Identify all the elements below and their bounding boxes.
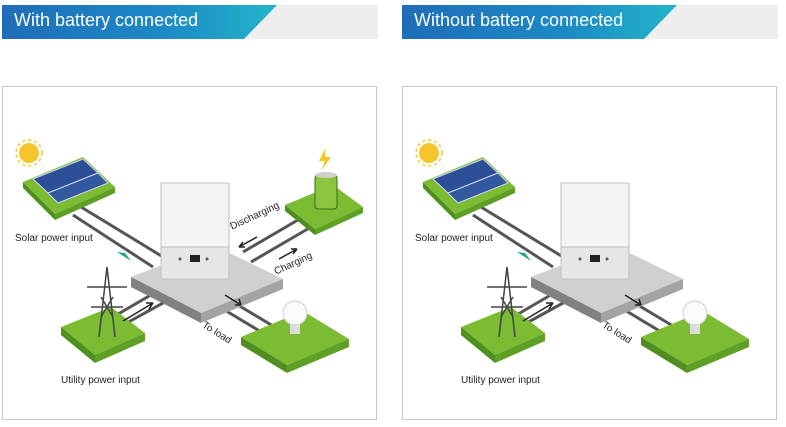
flow-arrows — [117, 236, 298, 322]
diagram-frame: Solar power input Utility power input Di… — [2, 86, 377, 420]
utility-input-label: Utility power input — [461, 375, 540, 386]
light-bulb-icon — [682, 300, 708, 334]
transmission-tower-icon — [87, 266, 127, 338]
sun-icon — [415, 139, 443, 167]
solar-input-label: Solar power input — [15, 233, 93, 244]
light-bulb-icon — [282, 300, 308, 334]
sun-icon — [15, 139, 43, 167]
solar-tile — [23, 157, 115, 220]
diagram-frame: Solar power input Utility power input To… — [402, 86, 777, 420]
load-tile — [241, 300, 349, 373]
utility-input-label: Utility power input — [61, 375, 140, 386]
battery-tile — [285, 149, 363, 235]
header-tab — [2, 5, 277, 39]
inverter — [531, 182, 683, 323]
diagram-svg — [415, 139, 749, 373]
transmission-tower-icon — [487, 266, 527, 338]
inverter — [131, 182, 283, 323]
solar-tile — [423, 157, 515, 220]
utility-tile — [61, 266, 145, 363]
panel-with-battery: With battery connected — [2, 0, 380, 427]
panel-title: With battery connected — [14, 10, 199, 30]
header-tab — [402, 5, 677, 39]
solar-input-label: Solar power input — [415, 233, 493, 244]
diagram-svg — [15, 139, 363, 373]
utility-tile — [461, 266, 545, 363]
flow-arrows — [517, 252, 642, 322]
panel-without-battery: Without battery connected — [402, 0, 780, 427]
load-tile — [641, 300, 749, 373]
panel-title: Without battery connected — [414, 10, 624, 30]
